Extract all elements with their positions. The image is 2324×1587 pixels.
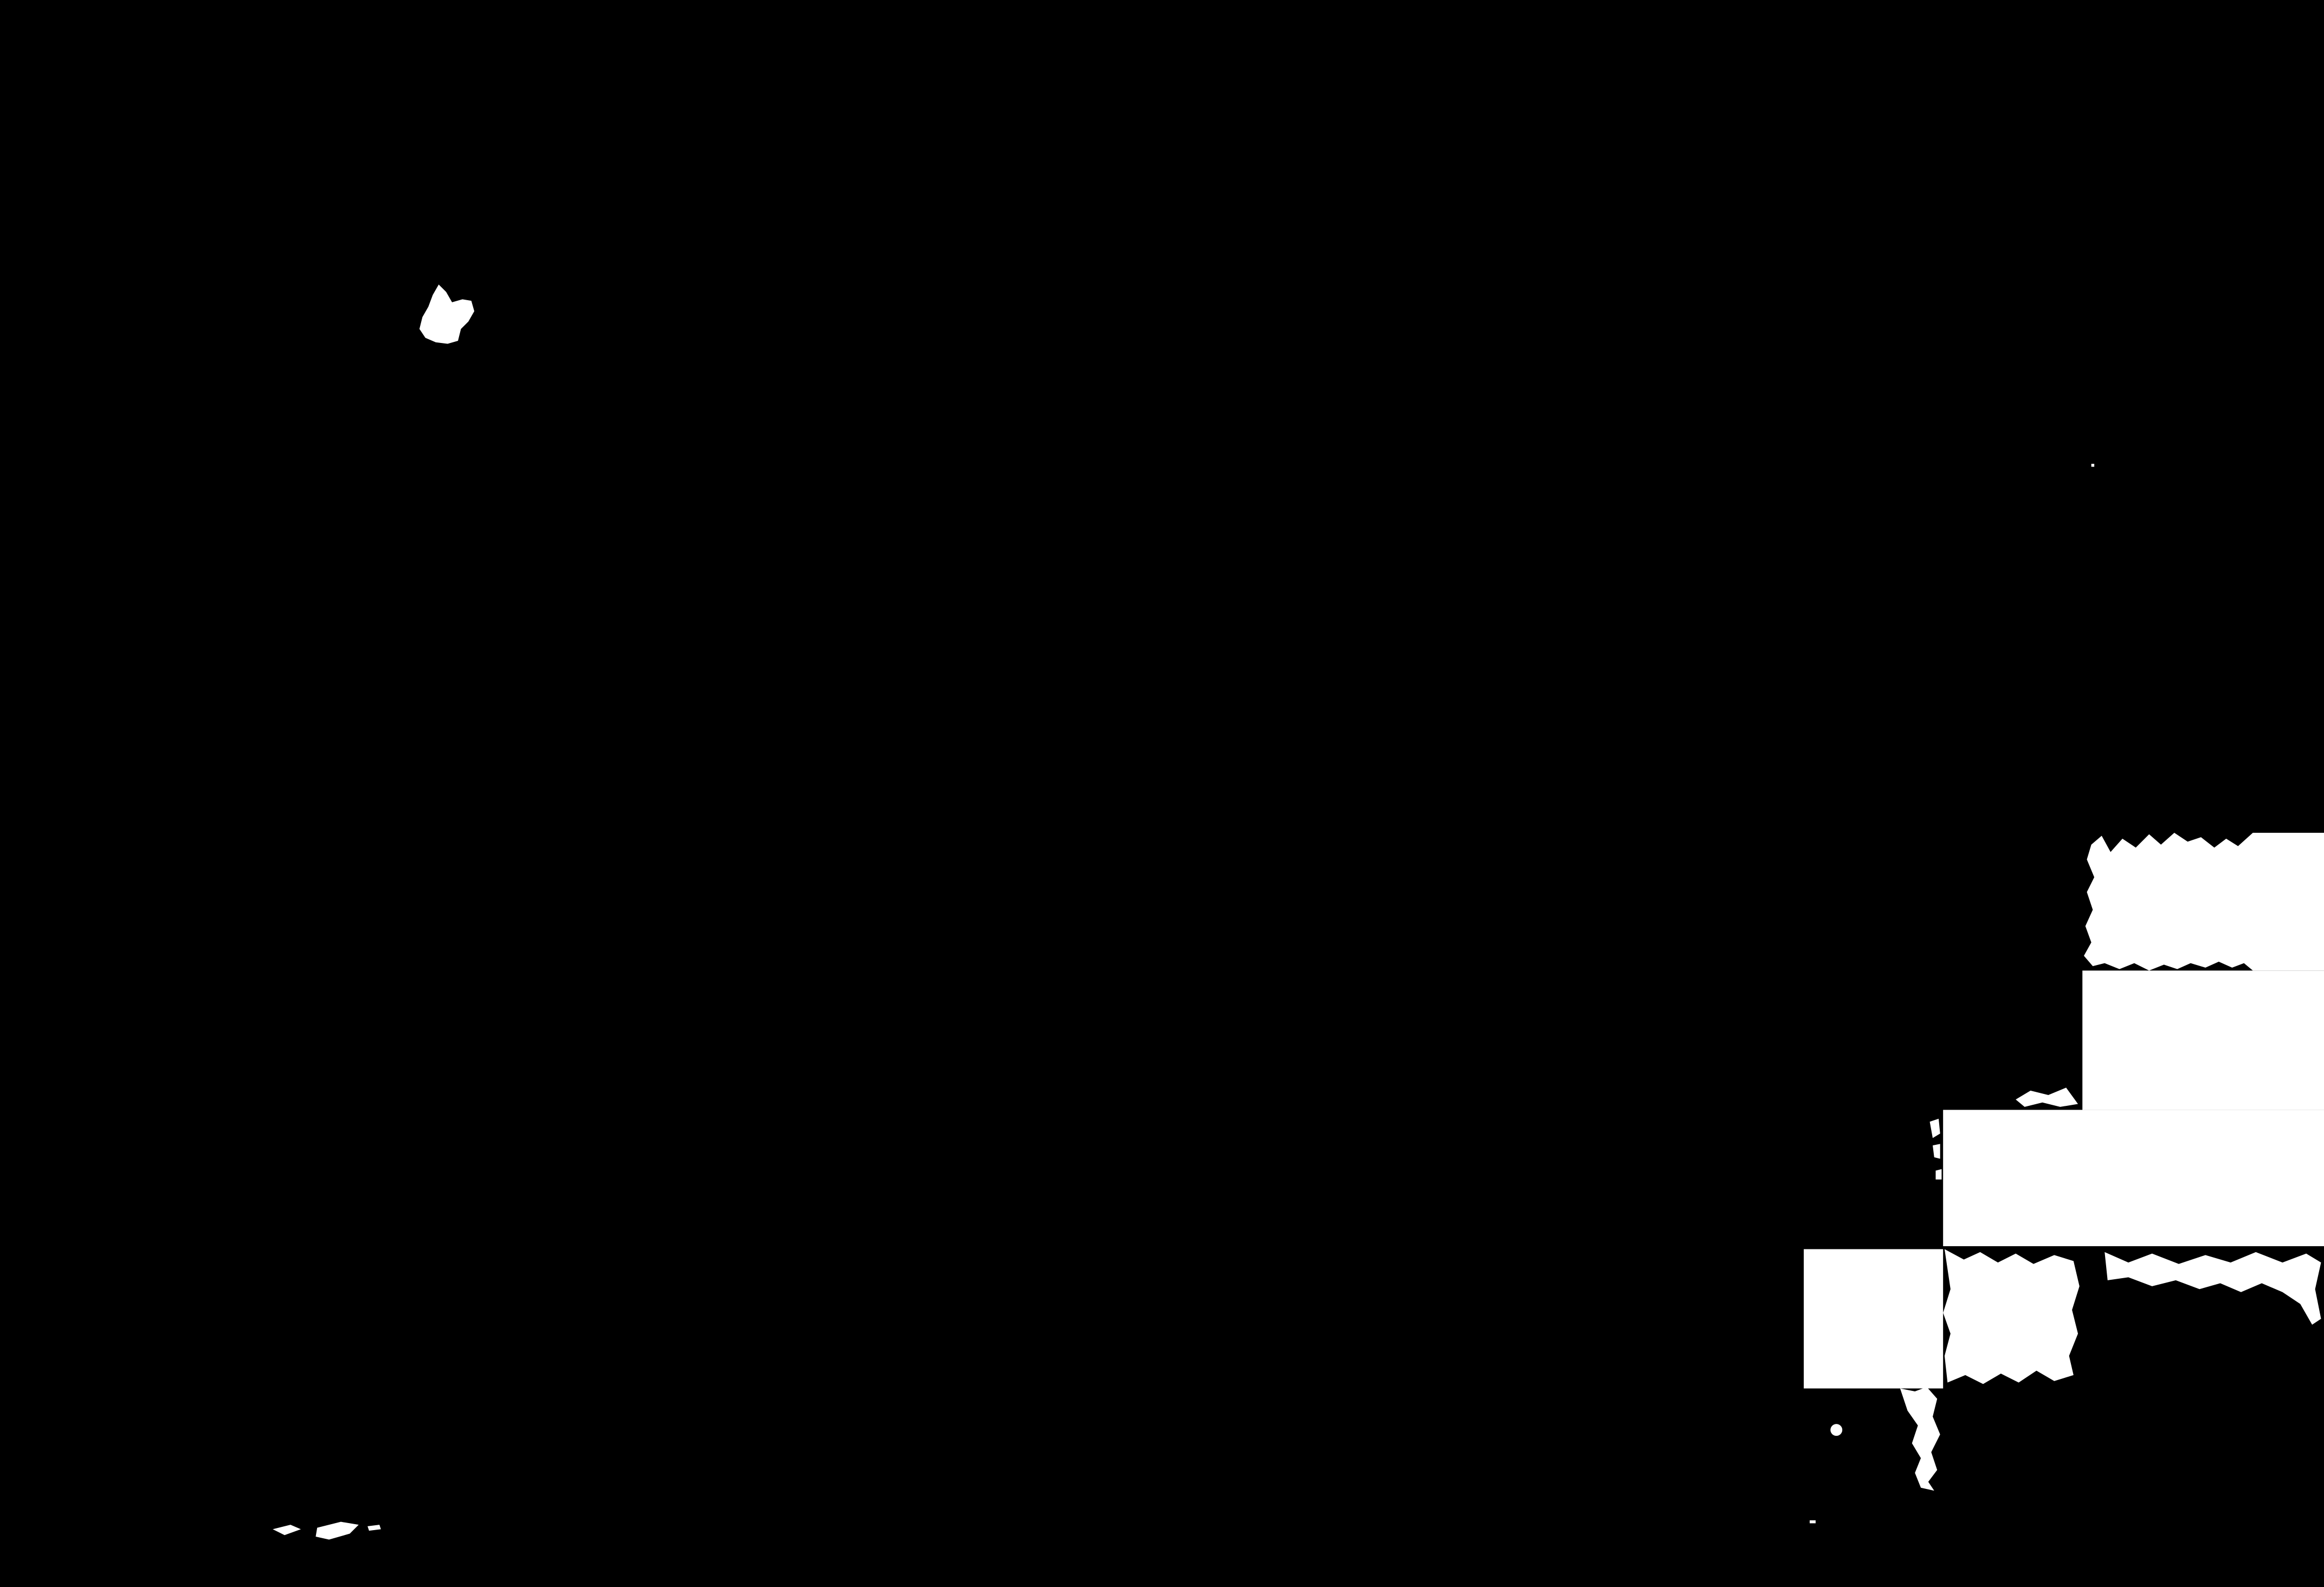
mask-block-step-2 <box>1943 1110 2324 1246</box>
mask-speck-bottom-right <box>1810 1520 1816 1524</box>
mask-noise-band <box>1943 1249 2080 1384</box>
mask-blob-small <box>419 284 475 344</box>
mask-block-top-right <box>2083 832 2324 971</box>
mask-fragments-bottom-left <box>273 1521 381 1540</box>
mask-speckles-step-edge <box>1929 1087 2078 1180</box>
mask-block-step-1 <box>2082 970 2324 1110</box>
mask-speck-right <box>2091 464 2095 467</box>
mask-noise-band-right <box>2104 1252 2321 1325</box>
mask-noise-column <box>1900 1387 1940 1491</box>
mask-dot-under-step <box>1830 1424 1843 1436</box>
mask-block-step-3 <box>1804 1249 1944 1389</box>
